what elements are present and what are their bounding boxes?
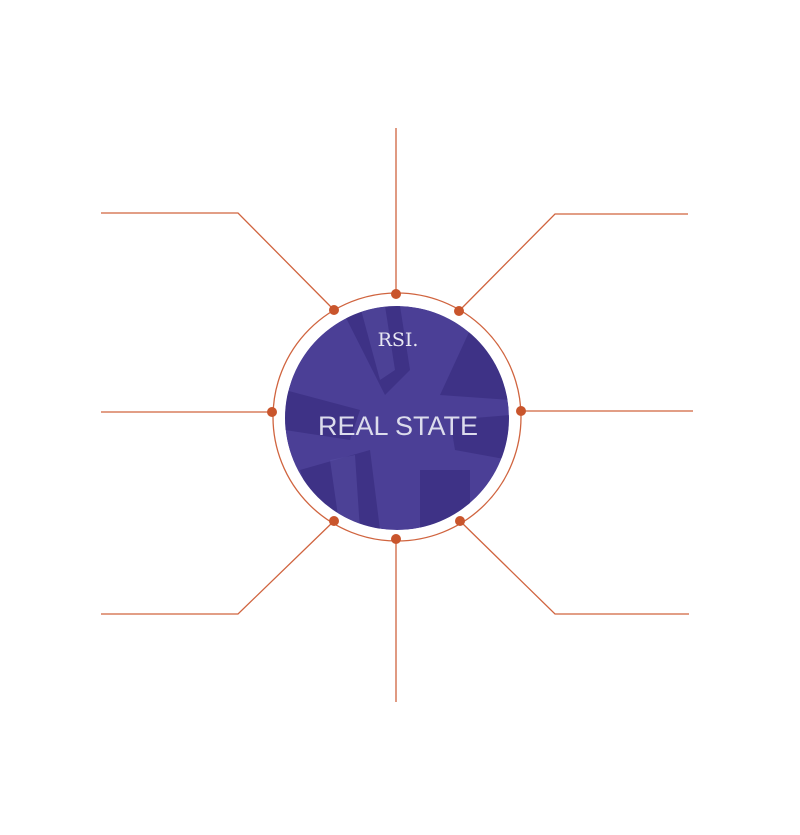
connector-lines <box>101 128 693 702</box>
dot-bottom-right[interactable] <box>455 516 465 526</box>
dot-bottom[interactable] <box>391 534 401 544</box>
dot-right[interactable] <box>516 406 526 416</box>
dot-top[interactable] <box>391 289 401 299</box>
branch-line-bottom-right <box>459 520 689 615</box>
branch-line-top-left <box>101 212 335 311</box>
connector-dots <box>267 289 526 544</box>
hub-title: REAL STATE <box>318 411 478 441</box>
dot-top-right[interactable] <box>454 306 464 316</box>
branch-line-top-right <box>458 213 688 312</box>
hub-logo: RSI. <box>378 329 419 351</box>
dot-left[interactable] <box>267 407 277 417</box>
hub-circle[interactable] <box>285 306 510 530</box>
dot-bottom-left[interactable] <box>329 516 339 526</box>
branch-line-bottom-left <box>101 520 335 615</box>
dot-top-left[interactable] <box>329 305 339 315</box>
